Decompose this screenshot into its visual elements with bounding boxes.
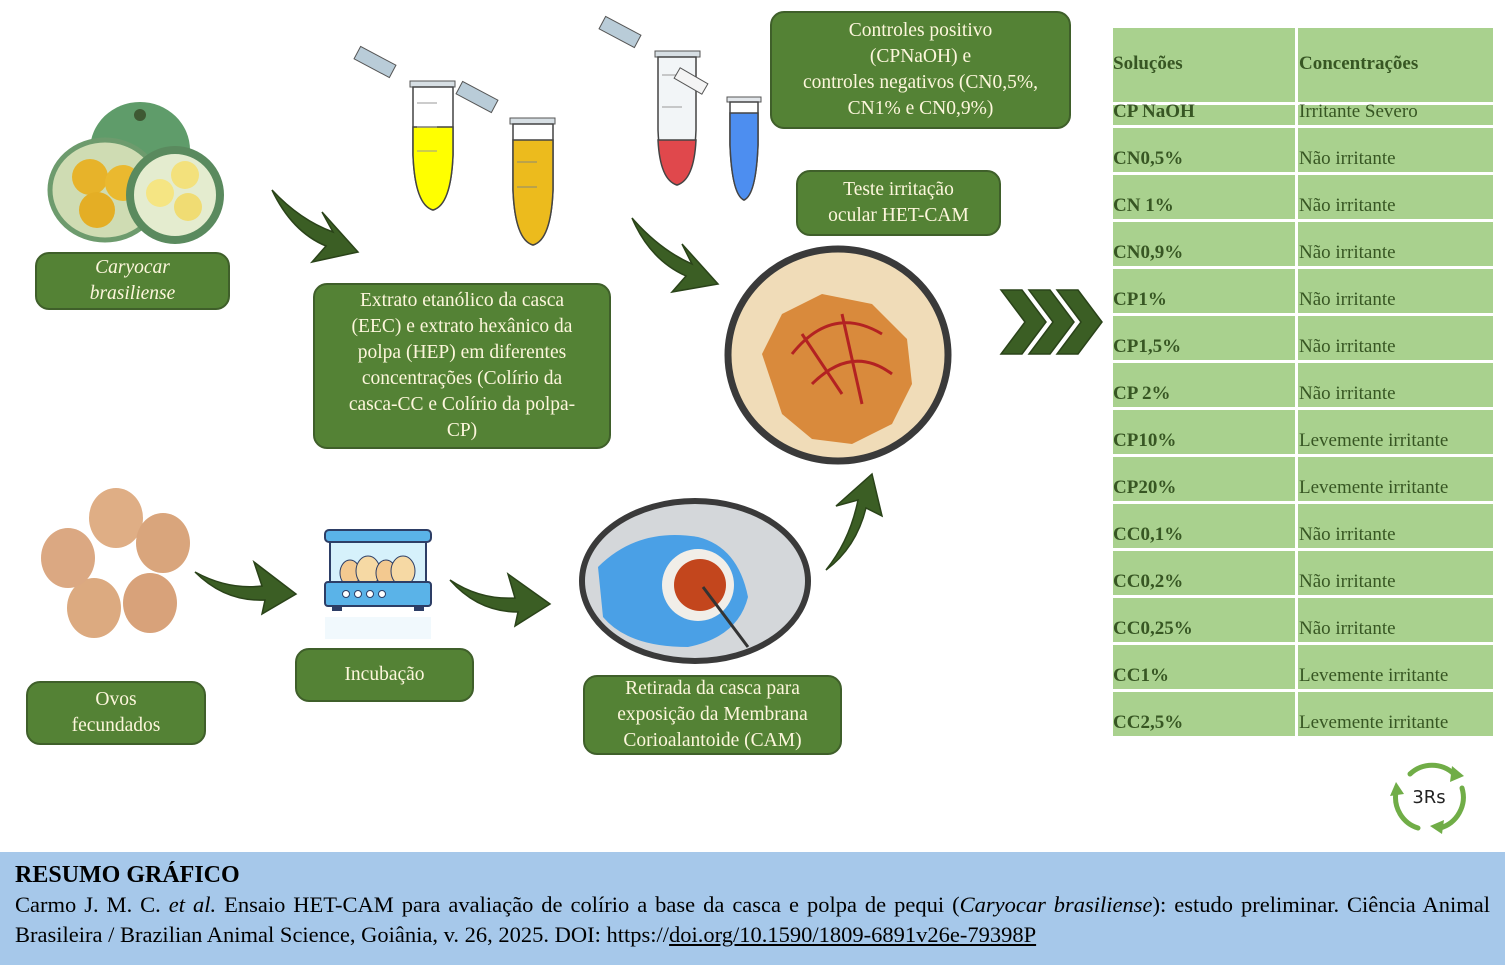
het-cam-test-line: ocular HET-CAM bbox=[828, 205, 969, 226]
solution-cell: CC0,2% bbox=[1113, 551, 1298, 595]
fertilized-eggs-box: Ovos fecundados bbox=[26, 681, 206, 745]
shell-removal-line: Retirada da casca para bbox=[625, 678, 800, 699]
citation-text: Carmo J. M. C. et al. Ensaio HET-CAM par… bbox=[15, 890, 1490, 950]
classification-cell: Não irritante bbox=[1299, 242, 1396, 263]
control-tubes-image bbox=[598, 15, 762, 201]
chevrons-icon bbox=[999, 289, 1103, 355]
controls-box-line: controles negativos (CN0,5%, bbox=[802, 72, 1039, 93]
table-row: CP10%Levemente irritante bbox=[1113, 410, 1493, 457]
classification-cell: Não irritante bbox=[1299, 618, 1396, 639]
table-row: CP1,5%Não irritante bbox=[1113, 316, 1493, 363]
fertilized-eggs-line: fecundados bbox=[71, 715, 161, 736]
het-cam-test-line: Teste irritação bbox=[843, 179, 954, 200]
table-row: CC0,2%Não irritante bbox=[1113, 551, 1493, 598]
extract-box-line: (EEC) e extrato hexânico da bbox=[351, 316, 573, 337]
solution-cell: CN 1% bbox=[1113, 175, 1298, 219]
classification-cell: Irritante Severo bbox=[1299, 101, 1418, 122]
classification-cell: Não irritante bbox=[1299, 571, 1396, 592]
controls-box: Controles positivo (CPNaOH) e controles … bbox=[770, 11, 1071, 129]
shell-removal-line: Corioalantoide (CAM) bbox=[623, 730, 802, 751]
shell-removal-image bbox=[579, 498, 811, 664]
extract-box-line: polpa (HEP) em diferentes bbox=[357, 342, 567, 363]
footer-title: RESUMO GRÁFICO bbox=[15, 862, 240, 888]
solution-cell: CN0,9% bbox=[1113, 222, 1298, 266]
cam-egg-image bbox=[724, 245, 952, 465]
extract-box-line: concentrações (Colírio da bbox=[361, 368, 563, 389]
caryocar-label: Caryocar brasiliense bbox=[35, 252, 230, 310]
table-row: CN0,9%Não irritante bbox=[1113, 222, 1493, 269]
table-row: CP20%Levemente irritante bbox=[1113, 457, 1493, 504]
table-row: CP 2%Não irritante bbox=[1113, 363, 1493, 410]
shell-removal-line: exposição da Membrana bbox=[617, 704, 808, 725]
solution-cell: CP20% bbox=[1113, 457, 1298, 501]
table-row: CP1%Não irritante bbox=[1113, 269, 1493, 316]
classification-cell: Não irritante bbox=[1299, 336, 1396, 357]
recycle-3rs-icon: 3Rs bbox=[1390, 762, 1466, 834]
solution-cell: CC0,1% bbox=[1113, 504, 1298, 548]
sample-tubes-image bbox=[353, 45, 556, 246]
table-row: CN0,5%Não irritante bbox=[1113, 128, 1493, 175]
arrow-fruit-to-extract bbox=[271, 189, 360, 264]
table-row: CC0,25%Não irritante bbox=[1113, 598, 1493, 645]
solution-cell: CP 2% bbox=[1113, 363, 1298, 407]
incubator-icon bbox=[324, 529, 432, 639]
caryocar-label-line: Caryocar bbox=[95, 257, 170, 278]
table-header-row: Soluções Concentrações bbox=[1113, 28, 1493, 105]
solution-cell: CC1% bbox=[1113, 645, 1298, 689]
arrow-eggs-to-incubator bbox=[194, 559, 298, 616]
citation-etal: et al. bbox=[168, 892, 217, 917]
table-row: CC0,1%Não irritante bbox=[1113, 504, 1493, 551]
solution-cell: CN0,5% bbox=[1113, 128, 1298, 172]
citation-title-part1: Ensaio HET-CAM para avaliação de colírio… bbox=[216, 892, 960, 917]
citation-species: Caryocar brasiliense bbox=[959, 892, 1153, 917]
controls-box-line: (CPNaOH) e bbox=[869, 46, 972, 67]
solution-cell: CP1,5% bbox=[1113, 316, 1298, 360]
caryocar-label-line: brasiliense bbox=[89, 283, 176, 304]
extract-box: Extrato etanólico da casca (EEC) e extra… bbox=[313, 283, 611, 449]
extract-box-line: casca-CC e Colírio da polpa- bbox=[348, 394, 576, 415]
classification-cell: Levemente irritante bbox=[1299, 665, 1449, 686]
table-row: CC1%Levemente irritante bbox=[1113, 645, 1493, 692]
classification-cell: Não irritante bbox=[1299, 195, 1396, 216]
citation-authors: Carmo J. M. C. bbox=[15, 892, 169, 917]
classification-cell: Não irritante bbox=[1299, 524, 1396, 545]
solution-cell: CP10% bbox=[1113, 410, 1298, 454]
incubation-box: Incubação bbox=[295, 648, 474, 702]
fertilized-eggs-line: Ovos bbox=[95, 689, 137, 710]
table-row: CN 1%Não irritante bbox=[1113, 175, 1493, 222]
table-header-solutions: Soluções bbox=[1113, 28, 1298, 102]
footer-citation: RESUMO GRÁFICO Carmo J. M. C. et al. Ens… bbox=[0, 852, 1505, 965]
classification-cell: Não irritante bbox=[1299, 289, 1396, 310]
fertilized-eggs-image bbox=[41, 488, 190, 638]
controls-box-line: CN1% e CN0,9%) bbox=[847, 98, 994, 119]
arrow-tubes-to-cam bbox=[631, 217, 720, 294]
citation-title-part2: ): estudo preliminar. Ciência Animal Bra… bbox=[15, 892, 1490, 947]
controls-box-line: Controles positivo bbox=[848, 20, 993, 41]
incubation-line: Incubação bbox=[344, 664, 425, 685]
arrow-incubator-to-removal bbox=[449, 572, 552, 628]
solution-cell: CC0,25% bbox=[1113, 598, 1298, 642]
classification-cell: Levemente irritante bbox=[1299, 477, 1449, 498]
table-row: CC2,5%Levemente irritante bbox=[1113, 692, 1493, 739]
badge-3rs-text: 3Rs bbox=[1412, 787, 1445, 808]
classification-cell: Levemente irritante bbox=[1299, 712, 1449, 733]
solution-cell: CC2,5% bbox=[1113, 692, 1298, 736]
classification-cell: Levemente irritante bbox=[1299, 430, 1449, 451]
pequi-fruit-image bbox=[47, 102, 224, 244]
solution-cell: CP NaOH bbox=[1113, 101, 1298, 125]
table-header-concentrations: Concentrações bbox=[1299, 53, 1419, 74]
het-cam-test-box: Teste irritação ocular HET-CAM bbox=[796, 170, 1001, 236]
doi-link[interactable]: doi.org/10.1590/1809-6891v26e-79398P bbox=[669, 922, 1037, 947]
flow-arrows bbox=[194, 189, 1103, 628]
extract-box-line: CP) bbox=[446, 420, 478, 441]
solution-cell: CP1% bbox=[1113, 269, 1298, 313]
arrow-removal-to-cam bbox=[825, 472, 884, 571]
classification-cell: Não irritante bbox=[1299, 148, 1396, 169]
classification-cell: Não irritante bbox=[1299, 383, 1396, 404]
shell-removal-box: Retirada da casca para exposição da Memb… bbox=[583, 675, 842, 755]
extract-box-line: Extrato etanólico da casca bbox=[359, 290, 565, 311]
